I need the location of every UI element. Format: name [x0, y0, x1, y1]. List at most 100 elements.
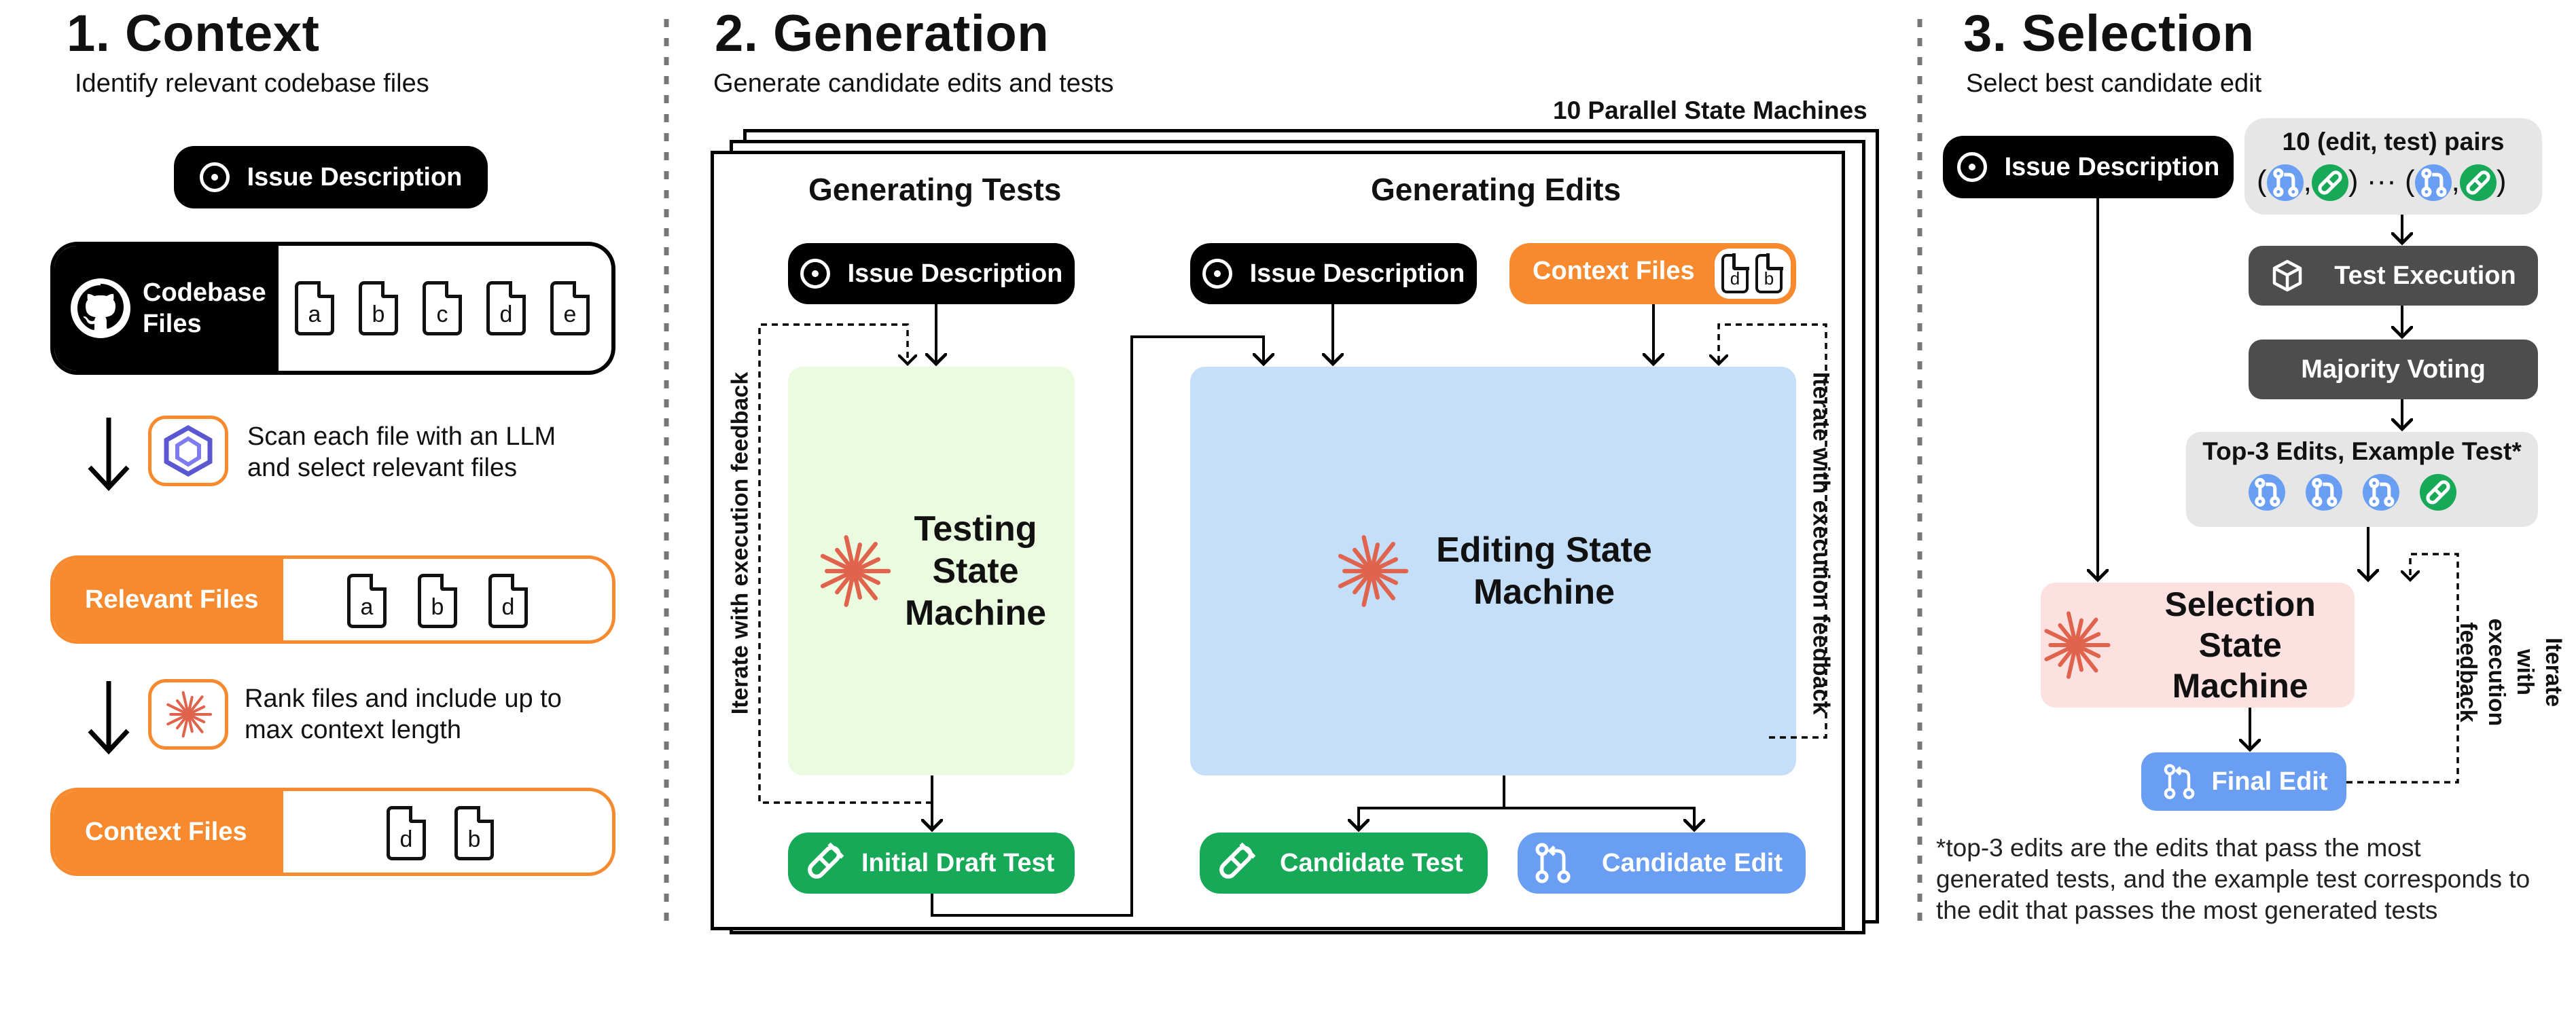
- edit-test-pairs-box: 10 (edit, test) pairs (,) ··· (,): [2244, 118, 2542, 215]
- file-letter: b: [372, 301, 385, 327]
- file-letter: a: [308, 301, 321, 327]
- editing-machine-label: Editing State Machine: [1436, 530, 1652, 612]
- spark-icon: [148, 679, 228, 750]
- git-pull-request-icon: [2249, 474, 2285, 511]
- test-execution-box: Test Execution: [2249, 246, 2538, 306]
- final-edit-pill: Final Edit: [2141, 752, 2346, 811]
- spark-icon: [1338, 535, 1409, 607]
- spark-ray: [851, 541, 878, 574]
- codebase-label-area: Codebase Files: [54, 246, 279, 371]
- spark-ray: [820, 568, 857, 589]
- git-pull-request-icon: [2306, 474, 2342, 511]
- spark-ray: [1338, 568, 1374, 589]
- file-letter: a: [360, 594, 374, 620]
- context-files-label: Context Files: [54, 791, 283, 873]
- git-pull-request-icon: [2363, 474, 2399, 511]
- test-tube-icon: [808, 842, 844, 879]
- spark-ray: [2067, 643, 2078, 679]
- file-letter: d: [501, 594, 515, 620]
- issue-label: Issue Description: [247, 162, 463, 191]
- spark-ray: [851, 568, 878, 601]
- spark-icon: [2044, 611, 2111, 679]
- file-icon: b: [359, 281, 398, 335]
- test-tube-icon: [1219, 842, 1256, 879]
- spark-ray: [1361, 568, 1374, 607]
- candidate-edit-label: Candidate Edit: [1602, 848, 1783, 877]
- issue-label: Issue Description: [1249, 259, 1465, 288]
- ellipsis: ···: [2366, 164, 2397, 198]
- rank-text: Rank files and include up to max context…: [245, 684, 562, 744]
- test-tube-icon: [2311, 164, 2348, 202]
- file-icon: e: [550, 281, 590, 335]
- issue-label: Issue Description: [847, 259, 1063, 288]
- context-files-label: Context Files: [1533, 257, 1695, 285]
- target-icon: [1956, 152, 1987, 182]
- tests-header: Generating Tests: [808, 172, 1062, 207]
- spark-ray: [2073, 632, 2101, 647]
- iterate-feedback-label: Iterate with execution feedback: [2455, 618, 2566, 727]
- file-letter: b: [467, 826, 481, 852]
- spark-ray: [181, 712, 190, 738]
- spark-ray: [2044, 643, 2078, 661]
- context-files-box: Context Files d b: [50, 788, 615, 876]
- candidate-test-label: Candidate Test: [1280, 848, 1463, 877]
- spark-ray: [1338, 553, 1374, 574]
- file-icon: d: [488, 574, 528, 628]
- candidate-test-pill: Candidate Test: [1200, 833, 1488, 894]
- editing-state-machine: Editing State Machine: [1190, 367, 1796, 775]
- target-icon: [199, 162, 230, 192]
- test-tube-icon: [2420, 474, 2456, 511]
- issue-description-pill: Issue Description: [1943, 136, 2234, 198]
- pairs-title: 10 (edit, test) pairs: [2282, 128, 2505, 156]
- spark-ray: [1361, 535, 1374, 574]
- file-icon: d: [1721, 253, 1749, 293]
- file-icon: a: [295, 281, 334, 335]
- relevant-files-box: Relevant Files a b d: [50, 555, 615, 644]
- file-icon: b: [1755, 253, 1783, 293]
- generation-subtitle: Generate candidate edits and tests: [713, 69, 1114, 98]
- candidate-edit-pill: Candidate Edit: [1518, 833, 1806, 894]
- spark-ray: [820, 553, 857, 574]
- spark-icon: [166, 691, 213, 738]
- github-icon: [71, 278, 130, 338]
- file-letter: b: [1764, 268, 1774, 289]
- git-pull-request-icon: [2414, 164, 2452, 202]
- spark-ray: [186, 712, 204, 733]
- generation-title: 2. Generation: [715, 5, 1050, 62]
- testing-machine-label: Testing State Machine: [904, 509, 1047, 633]
- initial-draft-test-pill: Initial Draft Test: [788, 833, 1075, 894]
- git-pull-request-icon: [2266, 164, 2304, 202]
- spark-ray: [166, 712, 190, 726]
- spark-icon: [820, 535, 891, 607]
- target-icon: [1202, 259, 1232, 289]
- spark-ray: [166, 703, 190, 716]
- spark-ray: [844, 535, 857, 574]
- file-icon: b: [454, 806, 494, 860]
- footnote: *top-3 edits are the edits that pass the…: [1936, 834, 2530, 924]
- spark-ray: [1369, 541, 1396, 574]
- context-title: 1. Context: [67, 5, 320, 62]
- selection-state-machine: Selection State Machine: [2041, 583, 2355, 708]
- arrow-down-icon: [88, 681, 130, 755]
- file-icon: d: [387, 806, 426, 860]
- spark-ray: [851, 557, 880, 574]
- file-letter: d: [1730, 268, 1740, 289]
- testing-state-machine: Testing State Machine: [788, 367, 1075, 775]
- file-letter: d: [399, 826, 413, 852]
- spark-ray: [1369, 568, 1396, 601]
- arrow-down-icon: [88, 418, 130, 492]
- issue-description-pill: Issue Description: [174, 146, 488, 208]
- file-group: d b: [1715, 249, 1791, 299]
- spark-ray: [2044, 629, 2078, 647]
- spark-ray: [1369, 557, 1399, 574]
- target-icon: [800, 259, 830, 289]
- file-letter: c: [436, 301, 448, 327]
- spark-ray: [2073, 643, 2098, 673]
- spark-ray: [181, 691, 190, 716]
- context-files-pill: Context Files d b: [1509, 243, 1796, 304]
- spark-ray: [2073, 617, 2098, 647]
- file-icon: d: [486, 281, 526, 335]
- file-letter: b: [431, 594, 444, 620]
- parallel-label: 10 Parallel State Machines: [1553, 96, 1867, 124]
